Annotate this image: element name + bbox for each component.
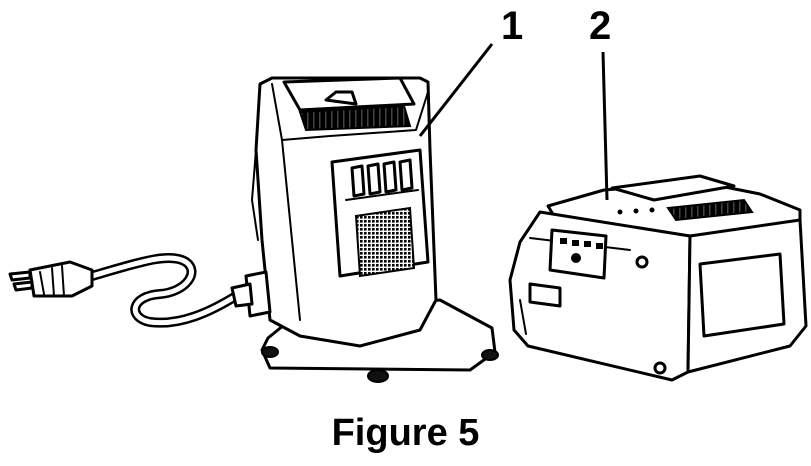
figure-caption: Figure 5 <box>331 412 480 454</box>
battery-pack-illustration <box>508 174 808 382</box>
callout-2-leader-line <box>601 51 609 201</box>
power-cord-illustration <box>8 252 254 328</box>
callout-1-leader-line <box>418 43 494 137</box>
charger-illustration <box>244 76 499 383</box>
callout-number-2: 2 <box>589 4 612 48</box>
callout-number-1: 1 <box>501 4 524 48</box>
